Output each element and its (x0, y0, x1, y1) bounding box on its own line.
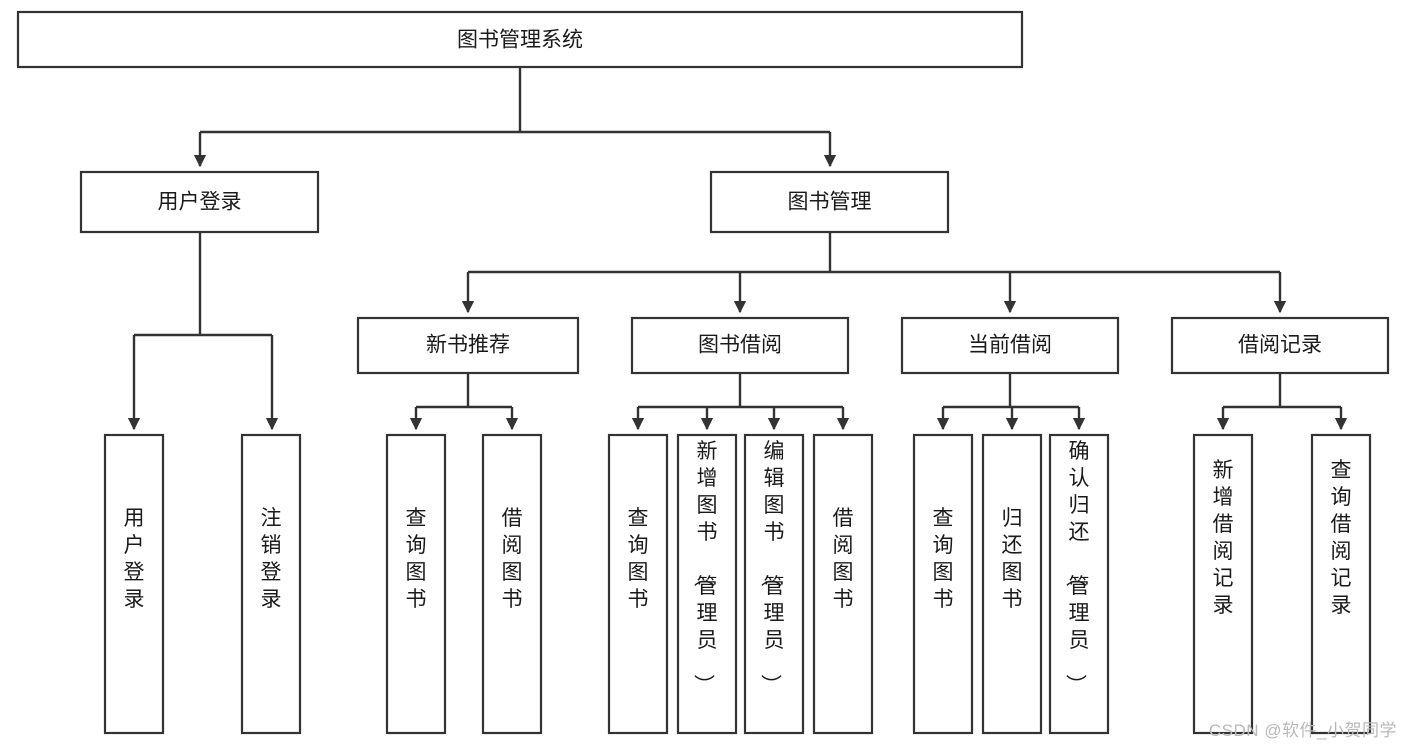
node-book-borrow-box[interactable] (630, 316, 850, 375)
leaf-box[interactable] (103, 433, 165, 735)
node-root[interactable]: 图书管理系统 (16, 10, 1024, 69)
leaf-label: 查询借阅记录 (1331, 459, 1352, 617)
connectors (127, 67, 1348, 431)
node-root-box[interactable] (16, 10, 1024, 69)
leaf-book-borrow-4[interactable]: 借阅图书 (812, 433, 874, 735)
leaf-label: 查询图书 (628, 507, 649, 611)
leaf-borrow-record-1[interactable]: 新增借阅记录 (1192, 433, 1254, 735)
leaf-label: 用户登录 (124, 507, 145, 611)
leaf-book-borrow-1[interactable]: 查询图书 (607, 433, 669, 735)
node-new-book-recommend[interactable]: 新书推荐 (356, 316, 580, 375)
leaf-user-login-1[interactable]: 用户登录 (103, 433, 165, 735)
leaf-box[interactable] (1048, 433, 1110, 735)
leaf-label: 确认归还（管理员） (1064, 440, 1090, 695)
node-user-login-label: 用户登录 (158, 191, 242, 214)
leaf-label: 借阅图书 (502, 507, 523, 611)
leaf-new-book-2[interactable]: 借阅图书 (481, 433, 543, 735)
leaf-box[interactable] (240, 433, 302, 735)
node-borrow-record[interactable]: 借阅记录 (1170, 316, 1390, 375)
leaf-current-borrow-2[interactable]: 归还图书 (981, 433, 1043, 735)
leaf-box[interactable] (912, 433, 974, 735)
leaf-label: 编辑图书（管理员） (759, 440, 785, 695)
node-book-management[interactable]: 图书管理 (709, 170, 950, 234)
leaf-current-borrow-3[interactable]: 确认归还（管理员） (1048, 433, 1110, 735)
leaf-box[interactable] (1310, 433, 1372, 735)
node-root-label: 图书管理系统 (457, 29, 583, 52)
node-book-borrow[interactable]: 图书借阅 (630, 316, 850, 375)
node-new-book-recommend-box[interactable] (356, 316, 580, 375)
leaf-new-book-1[interactable]: 查询图书 (385, 433, 447, 735)
node-book-management-label: 图书管理 (788, 191, 872, 214)
node-user-login-box[interactable] (79, 170, 320, 234)
leaf-book-borrow-3[interactable]: 编辑图书（管理员） (743, 433, 805, 735)
node-current-borrow-label: 当前借阅 (968, 334, 1052, 357)
leaf-current-borrow-1[interactable]: 查询图书 (912, 433, 974, 735)
leaf-label: 新增借阅记录 (1213, 459, 1234, 617)
leaf-box[interactable] (385, 433, 447, 735)
leaf-box[interactable] (676, 433, 738, 735)
leaf-box[interactable] (812, 433, 874, 735)
node-borrow-record-box[interactable] (1170, 316, 1390, 375)
leaf-book-borrow-2[interactable]: 新增图书（管理员） (676, 433, 738, 735)
leaf-box[interactable] (743, 433, 805, 735)
leaf-borrow-record-2[interactable]: 查询借阅记录 (1310, 433, 1372, 735)
leaf-user-login-2[interactable]: 注销登录 (240, 433, 302, 735)
leaf-box[interactable] (481, 433, 543, 735)
leaf-label: 查询图书 (406, 507, 427, 611)
leaf-label: 新增图书（管理员） (692, 440, 718, 695)
node-new-book-recommend-label: 新书推荐 (426, 334, 510, 357)
leaf-box[interactable] (981, 433, 1043, 735)
leaf-label: 借阅图书 (833, 507, 854, 611)
leaf-box[interactable] (1192, 433, 1254, 735)
leaf-label: 归还图书 (1002, 507, 1023, 611)
leaf-label: 查询图书 (933, 507, 954, 611)
node-current-borrow[interactable]: 当前借阅 (900, 316, 1120, 375)
node-user-login[interactable]: 用户登录 (79, 170, 320, 234)
leaf-box[interactable] (607, 433, 669, 735)
leaf-label: 注销登录 (261, 507, 282, 611)
node-borrow-record-label: 借阅记录 (1238, 334, 1322, 357)
node-current-borrow-box[interactable] (900, 316, 1120, 375)
node-book-management-box[interactable] (709, 170, 950, 234)
node-book-borrow-label: 图书借阅 (698, 334, 782, 357)
